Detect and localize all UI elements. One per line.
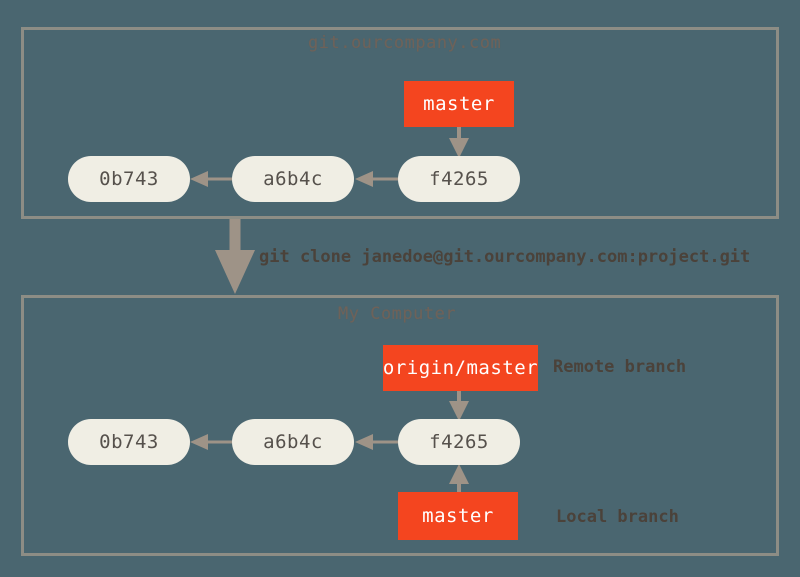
remote-section-frame [21, 27, 779, 219]
remote-section-title: git.ourcompany.com [308, 33, 502, 53]
local-section-title: My Computer [338, 304, 457, 324]
commit-node[interactable]: a6b4c [232, 156, 354, 202]
commit-node[interactable]: f4265 [398, 156, 520, 202]
branch-label-local-master[interactable]: master [398, 492, 518, 540]
commit-node[interactable]: f4265 [398, 419, 520, 465]
clone-command-label: git clone janedoe@git.ourcompany.com:pro… [259, 247, 751, 267]
local-section-frame [21, 295, 779, 556]
commit-node[interactable]: 0b743 [68, 419, 190, 465]
branch-label-remote-master[interactable]: master [404, 81, 514, 127]
commit-node[interactable]: 0b743 [68, 156, 190, 202]
commit-node[interactable]: a6b4c [232, 419, 354, 465]
annotation-local-branch: Local branch [556, 507, 679, 527]
annotation-remote-branch: Remote branch [553, 357, 687, 377]
clone-arrow [215, 219, 255, 294]
branch-label-origin-master[interactable]: origin/master [383, 345, 538, 391]
